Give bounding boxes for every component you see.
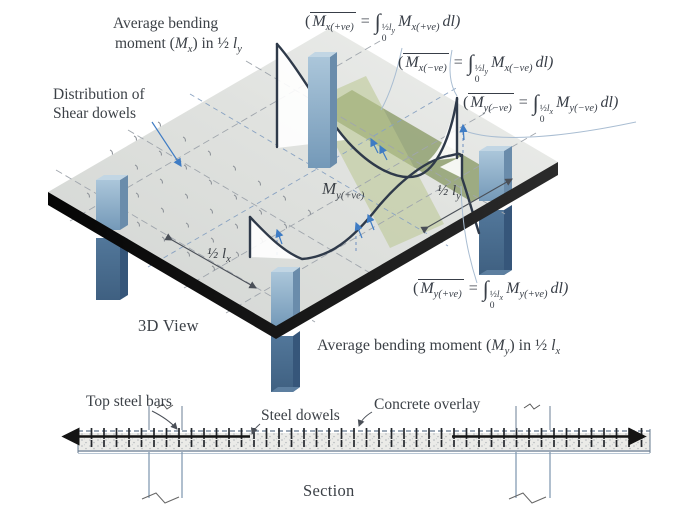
dimension-arrows	[164, 178, 513, 289]
moment-curve-mx	[275, 42, 459, 179]
top-steel-label: Top steel bars	[86, 393, 172, 410]
section-view	[61, 403, 651, 504]
steel-dowels-leader	[250, 423, 261, 435]
column-back-left-stub	[96, 175, 128, 230]
bar-cutoff-brackets	[148, 403, 551, 430]
steel-dowels-label: Steel dowels	[261, 407, 340, 424]
formula-leaders	[380, 47, 637, 284]
distribution-label: Distribution of Shear dowels	[53, 86, 145, 123]
column-front-stub	[271, 267, 300, 327]
avg-mx-label-line2: moment (Mx) in ½ ly	[115, 35, 242, 57]
shear-dowels-leader-arrow	[151, 121, 182, 168]
avg-mx-lsub: y	[237, 44, 242, 56]
distribution-line1: Distribution of	[53, 86, 145, 103]
moment-curve-my	[248, 152, 463, 261]
columns-above-slab	[96, 52, 512, 327]
steel-dowels-row	[82, 428, 646, 447]
avg-mx-pre: moment (	[115, 35, 175, 52]
dim-half-ly	[420, 178, 513, 234]
avg-mx-mid: ) in ½	[192, 35, 233, 52]
section-columns	[141, 452, 551, 504]
section-leaders	[151, 410, 373, 435]
section-caption: Section	[303, 481, 355, 500]
avg-mx-msub: x	[187, 44, 193, 56]
distribution-line2: Shear dowels	[53, 104, 137, 122]
avg-mx-m: M	[174, 35, 188, 52]
avg-mx-label-line1: Average bending	[113, 15, 219, 32]
column-back-left-lower	[96, 233, 128, 300]
avg-my-label: Average bending moment (My) in ½ lx	[317, 337, 561, 358]
columns-below-slab	[96, 205, 512, 392]
top-steel-leader	[151, 410, 178, 430]
avg-mx-l: l	[232, 35, 238, 52]
blue-arrows	[151, 121, 468, 245]
my-label-m: M	[322, 179, 337, 198]
dim-lx-label: ½ lx	[207, 246, 231, 265]
overlay-leader	[357, 411, 373, 427]
my-label-sub: y(+ve)	[336, 190, 365, 202]
my-positive-label: My(+ve)	[322, 179, 364, 203]
dim-ly-label: ½ ly	[437, 183, 461, 202]
view3d-caption: 3D View	[138, 316, 199, 335]
column-center-stub	[308, 52, 337, 168]
slab-3d-view	[48, 28, 637, 392]
dim-half-lx	[164, 233, 257, 289]
concrete-overlay-label: Concrete overlay	[374, 396, 481, 413]
column-front-lower	[271, 331, 300, 392]
